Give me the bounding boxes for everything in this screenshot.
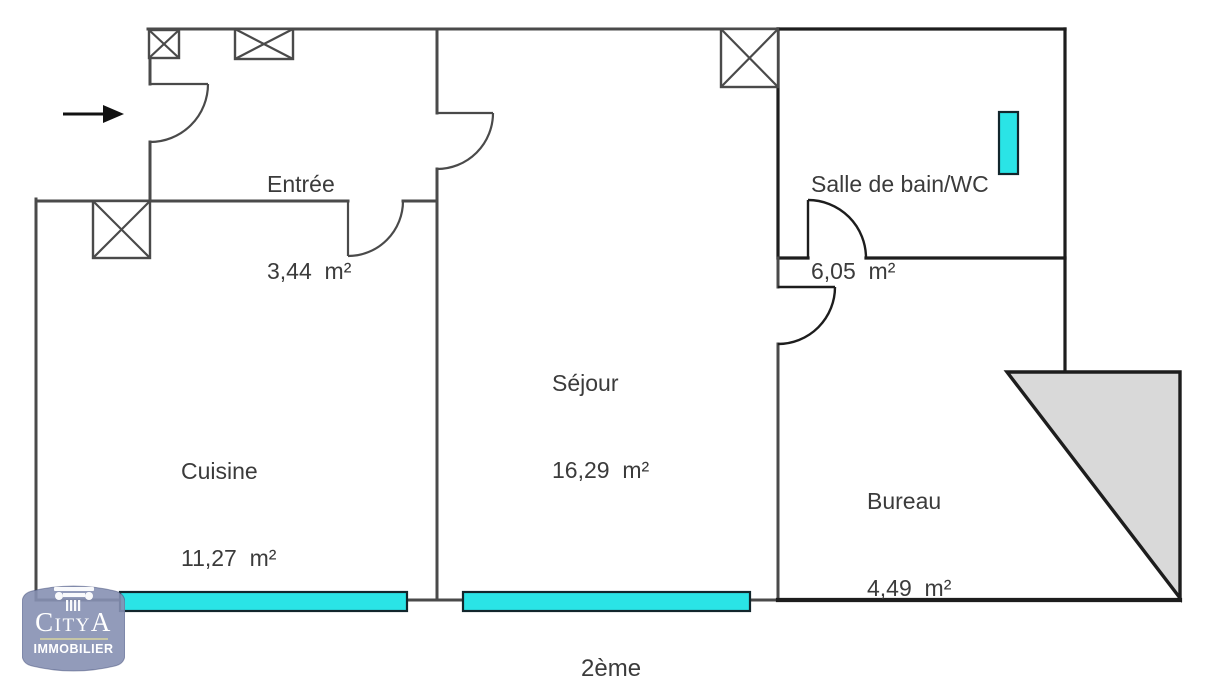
logo-badge-shape bbox=[22, 585, 125, 672]
bathroom-door-arc bbox=[807, 198, 868, 259]
room-label-entree: Entrée 3,44 m² bbox=[267, 112, 351, 344]
entree-sejour-door-arc bbox=[436, 112, 495, 171]
room-name: Bureau bbox=[867, 488, 942, 514]
room-name: Séjour bbox=[552, 370, 619, 396]
room-name: Salle de bain/WC bbox=[811, 171, 989, 197]
crossed-box-icon bbox=[719, 27, 780, 89]
room-label-cuisine: Cuisine 11,27 m² bbox=[181, 399, 276, 631]
room-area: 11,27 m² bbox=[181, 545, 277, 571]
logo-badge-background bbox=[22, 585, 125, 672]
crossed-box-diagonal bbox=[148, 29, 180, 59]
crossed-box-icon bbox=[147, 28, 181, 60]
column-capital-icon bbox=[53, 587, 94, 611]
citya-immobilier-logo: CityA IMMOBILIER bbox=[22, 584, 125, 673]
logo-divider bbox=[39, 638, 108, 640]
logo-brand-text: CityA bbox=[35, 607, 112, 637]
room-name: Cuisine bbox=[181, 458, 258, 484]
room-area: 16,29 m² bbox=[552, 457, 650, 483]
entrance-door-arc bbox=[149, 83, 210, 144]
entrance-arrow-icon bbox=[63, 105, 124, 123]
logo-subtitle-text: IMMOBILIER bbox=[33, 642, 114, 656]
room-area: 4,49 m² bbox=[867, 575, 952, 601]
sejour-window bbox=[461, 590, 752, 613]
cuisine-door-swing bbox=[346, 200, 405, 258]
entree-sejour-door-swing bbox=[436, 111, 495, 171]
entrance-arrow-head bbox=[103, 105, 124, 123]
logo-content: CityA IMMOBILIER bbox=[22, 584, 125, 673]
room-area: 6,05 m² bbox=[811, 258, 896, 284]
crossed-box-icon bbox=[91, 199, 152, 260]
bathroom-door-swing bbox=[806, 198, 868, 259]
room-label-bureau: Bureau 4,49 m² bbox=[867, 429, 951, 661]
crossed-box-diagonal bbox=[92, 200, 151, 259]
crossed-box-diagonal bbox=[234, 28, 294, 60]
room-name: Entrée bbox=[267, 171, 335, 197]
floor-level-label: 2ème bbox=[581, 655, 642, 682]
room-area: 3,44 m² bbox=[267, 258, 352, 284]
room-label-sejour: Séjour 16,29 m² bbox=[552, 311, 649, 543]
entrance-door-swing bbox=[149, 82, 210, 144]
room-label-salle-de-bain: Salle de bain/WC 6,05 m² bbox=[811, 112, 989, 344]
bureau-door-arc bbox=[777, 286, 837, 346]
cuisine-door-arc bbox=[347, 200, 405, 258]
crossed-box-diagonal bbox=[720, 28, 779, 88]
bureau-door-swing bbox=[777, 285, 837, 346]
bathroom-window bbox=[997, 110, 1020, 176]
crossed-box-icon bbox=[233, 27, 295, 61]
corner-triangle-shape bbox=[1003, 370, 1182, 604]
